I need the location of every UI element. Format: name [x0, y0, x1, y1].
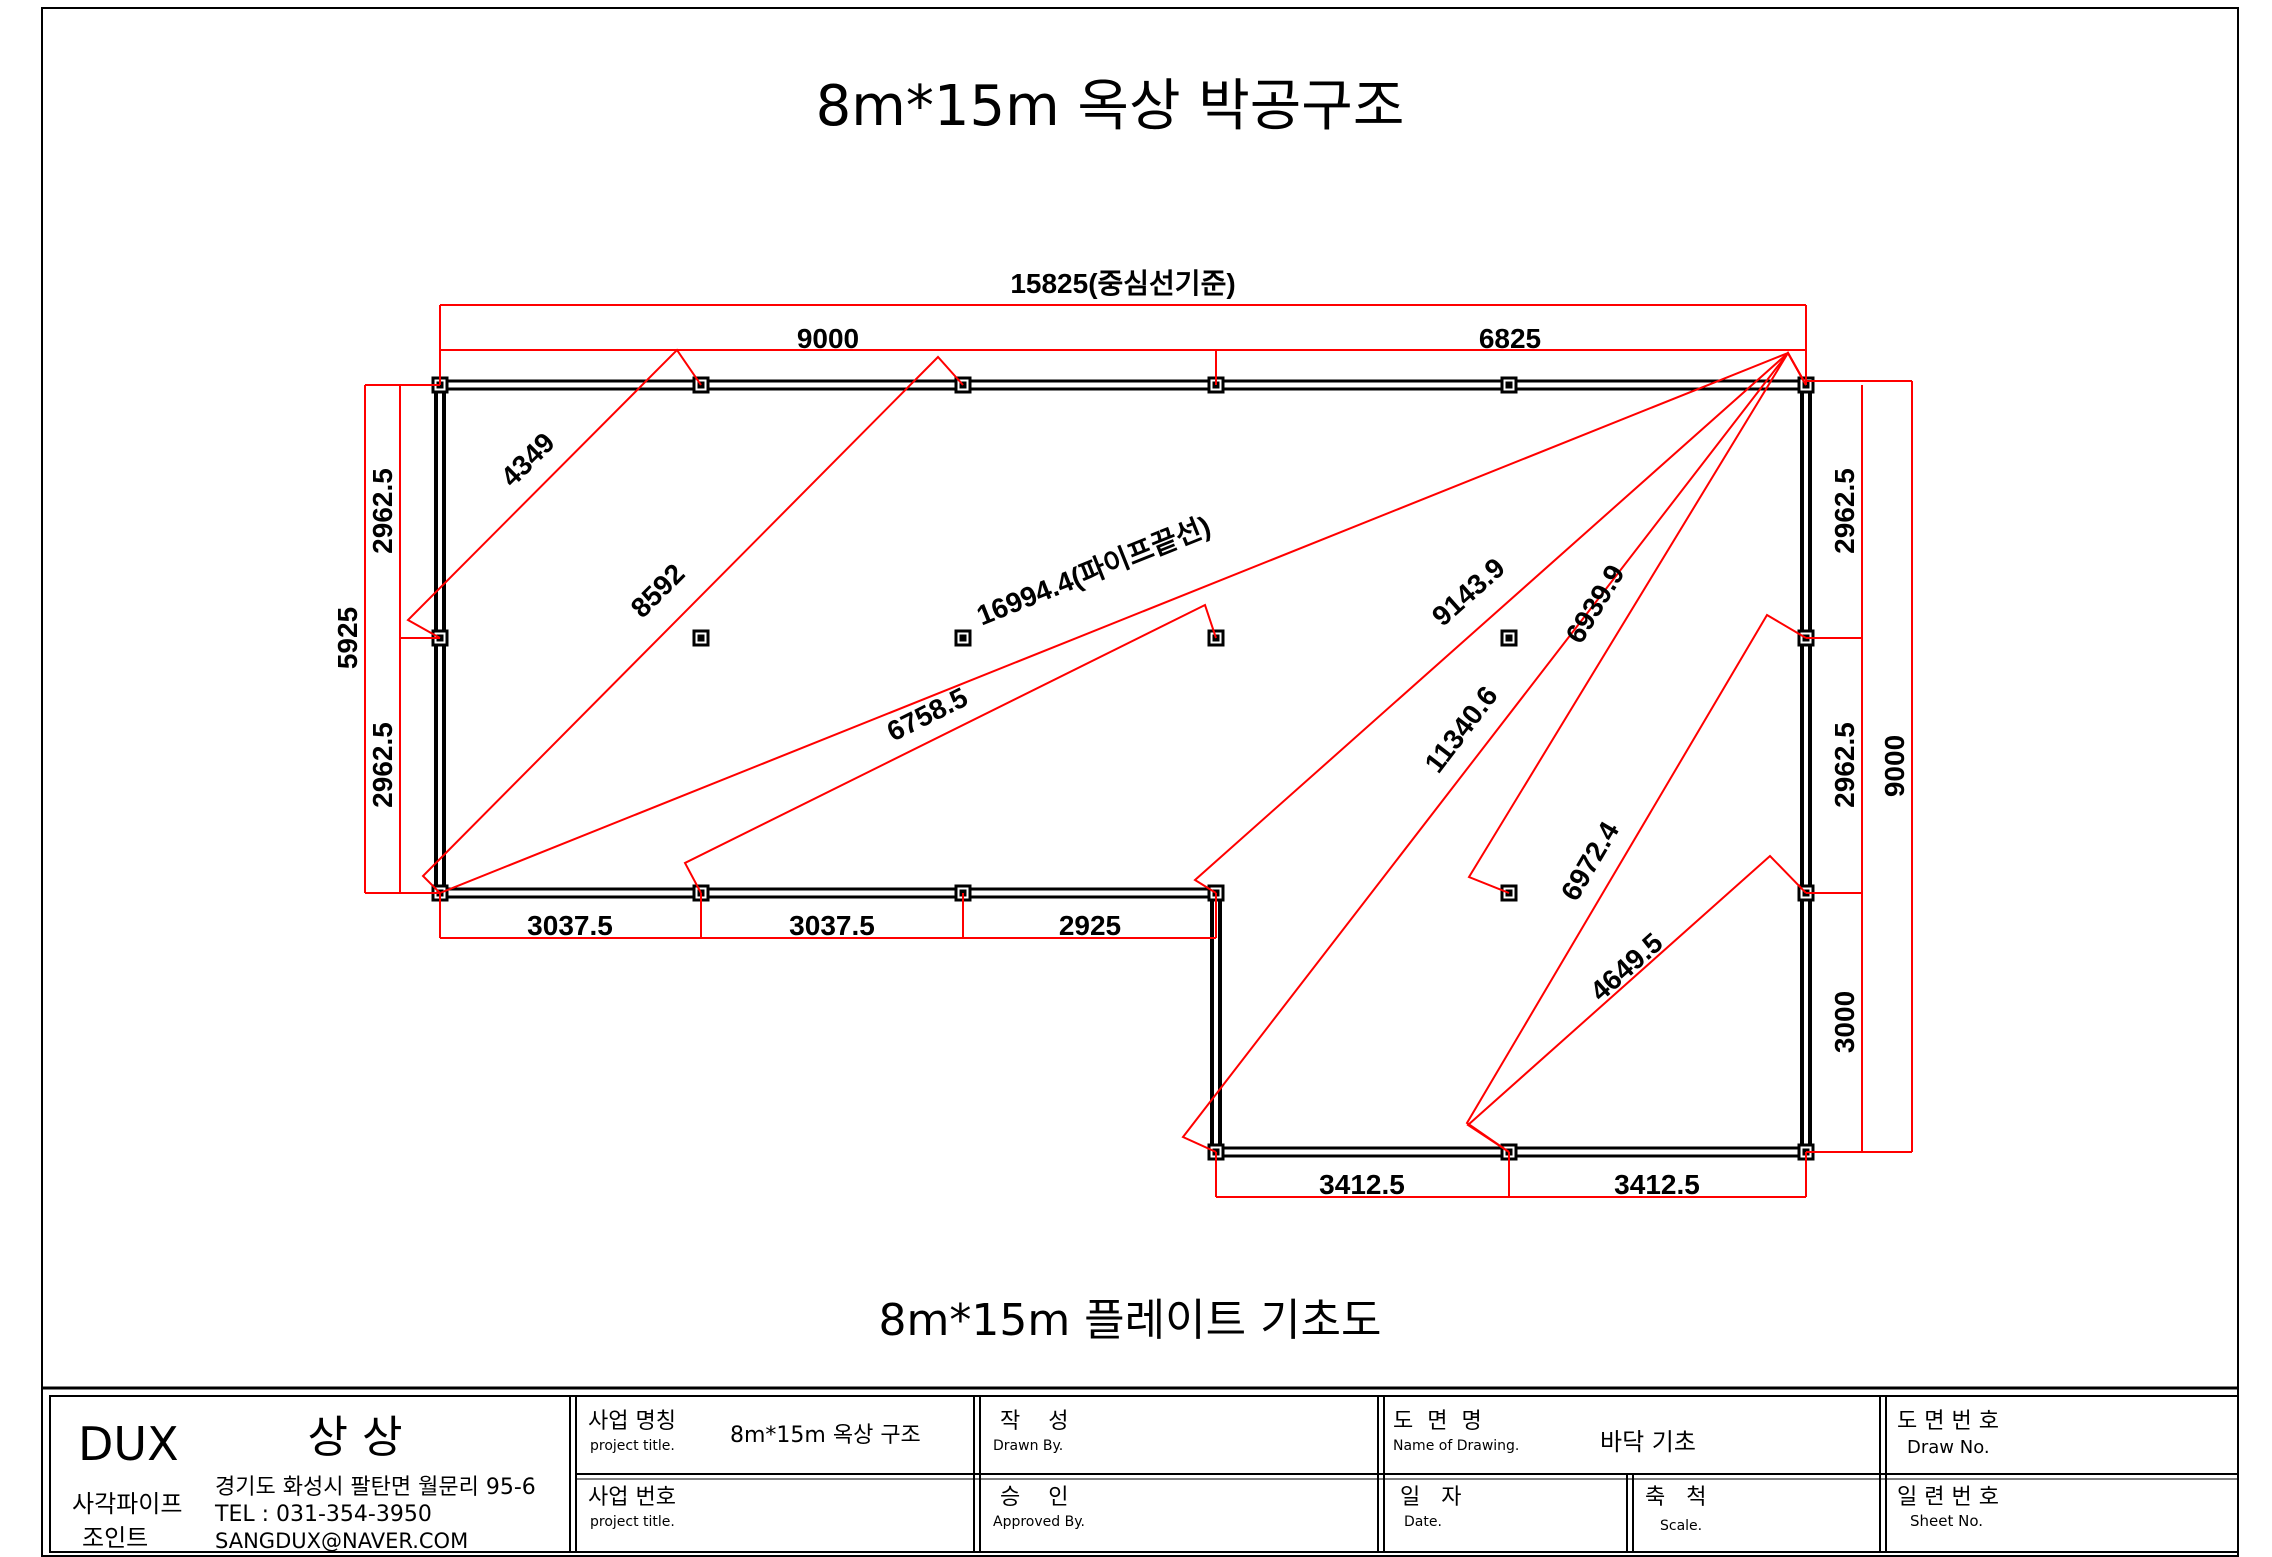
dim-right-lower: 3000	[1829, 991, 1860, 1053]
approved-by-sub: Approved By.	[993, 1514, 1085, 1530]
dim-bottom-4: 3412.5	[1319, 1169, 1405, 1200]
dim-right-total: 9000	[1879, 735, 1910, 797]
post-marker	[954, 629, 972, 647]
drawing-subtitle: 8m*15m 플레이트 기초도	[878, 1295, 1381, 1346]
dim-right-mid: 2962.5	[1829, 722, 1860, 808]
dim-diag-6758: 6758.5	[882, 681, 972, 747]
dim-overall-length: 15825(중심선기준)	[1010, 268, 1235, 299]
post-marker	[1500, 629, 1518, 647]
sheet-no-label: 일 련 번 호	[1897, 1485, 1999, 1510]
company-address: 경기도 화성시 팔탄면 월문리 95-6	[215, 1475, 536, 1500]
sheet-border	[41, 7, 2239, 1557]
project-name-value: 8m*15m 옥상 구조	[730, 1423, 921, 1448]
dim-left-lower: 2962.5	[367, 722, 398, 808]
drawing-name-value: 바닥 기초	[1600, 1428, 1696, 1456]
project-name-label: 사업 명칭	[588, 1409, 676, 1434]
scale-label: 축 척	[1645, 1485, 1706, 1510]
dim-top-left: 9000	[797, 323, 859, 354]
date-label: 일 자	[1400, 1485, 1461, 1510]
plan-outline	[434, 379, 1812, 1158]
product-line-1: 사각파이프	[72, 1490, 182, 1518]
project-name-sub: project title.	[590, 1438, 675, 1454]
title-block: DUX 상 상 사각파이프 조인트 경기도 화성시 팔탄면 월문리 95-6 T…	[42, 1386, 2239, 1553]
project-no-sub: project title.	[590, 1514, 675, 1530]
post-marker	[1500, 376, 1518, 394]
draw-no-sub: Draw No.	[1907, 1437, 1990, 1458]
post-markers	[431, 376, 1815, 1161]
date-sub: Date.	[1404, 1514, 1442, 1530]
sheet-no-sub: Sheet No.	[1910, 1512, 1983, 1530]
draw-no-label: 도 면 번 호	[1897, 1409, 1999, 1434]
dim-diag-6972: 6972.4	[1555, 816, 1625, 906]
drawn-by-label: 작 성	[1000, 1409, 1068, 1434]
dim-diag-6939: 6939.9	[1560, 559, 1631, 648]
dimension-lines	[364, 304, 1913, 1198]
dim-diag-4349: 4349	[495, 427, 561, 493]
company-logo-text: DUX	[78, 1417, 179, 1471]
dim-bottom-2: 3037.5	[789, 910, 875, 941]
post-marker	[692, 629, 710, 647]
drawn-by-sub: Drawn By.	[993, 1438, 1063, 1454]
dim-diag-9143: 9143.9	[1426, 552, 1511, 632]
company-tel: TEL : 031-354-3950	[214, 1502, 432, 1527]
product-line-2: 조인트	[82, 1524, 148, 1552]
project-no-label: 사업 번호	[588, 1485, 676, 1510]
approved-by-label: 승 인	[1000, 1485, 1068, 1510]
dimension-labels: 15825(중심선기준) 9000 6825 5925 2962.5 2962.…	[332, 268, 1910, 1200]
dim-right-upper: 2962.5	[1829, 468, 1860, 554]
dim-bottom-1: 3037.5	[527, 910, 613, 941]
dim-diag-main: 16994.4(파이프끝선)	[972, 510, 1214, 631]
scale-sub: Scale.	[1660, 1518, 1702, 1534]
drawing-name-sub: Name of Drawing.	[1393, 1438, 1519, 1454]
company-email: SANGDUX@NAVER.COM	[215, 1529, 468, 1553]
drawing-name-label: 도 면 명	[1393, 1409, 1482, 1434]
company-name-kr: 상 상	[308, 1412, 403, 1463]
dim-bottom-3: 2925	[1059, 910, 1121, 941]
dim-top-right: 6825	[1479, 323, 1541, 354]
dim-diag-8592: 8592	[625, 558, 691, 624]
dim-left-upper: 2962.5	[367, 468, 398, 554]
drawing-title: 8m*15m 옥상 박공구조	[816, 74, 1405, 139]
dim-diag-4649: 4649.5	[1584, 927, 1669, 1007]
dim-left-total: 5925	[332, 607, 363, 669]
dim-bottom-5: 3412.5	[1614, 1169, 1700, 1200]
dim-diag-11340: 11340.6	[1419, 680, 1504, 778]
